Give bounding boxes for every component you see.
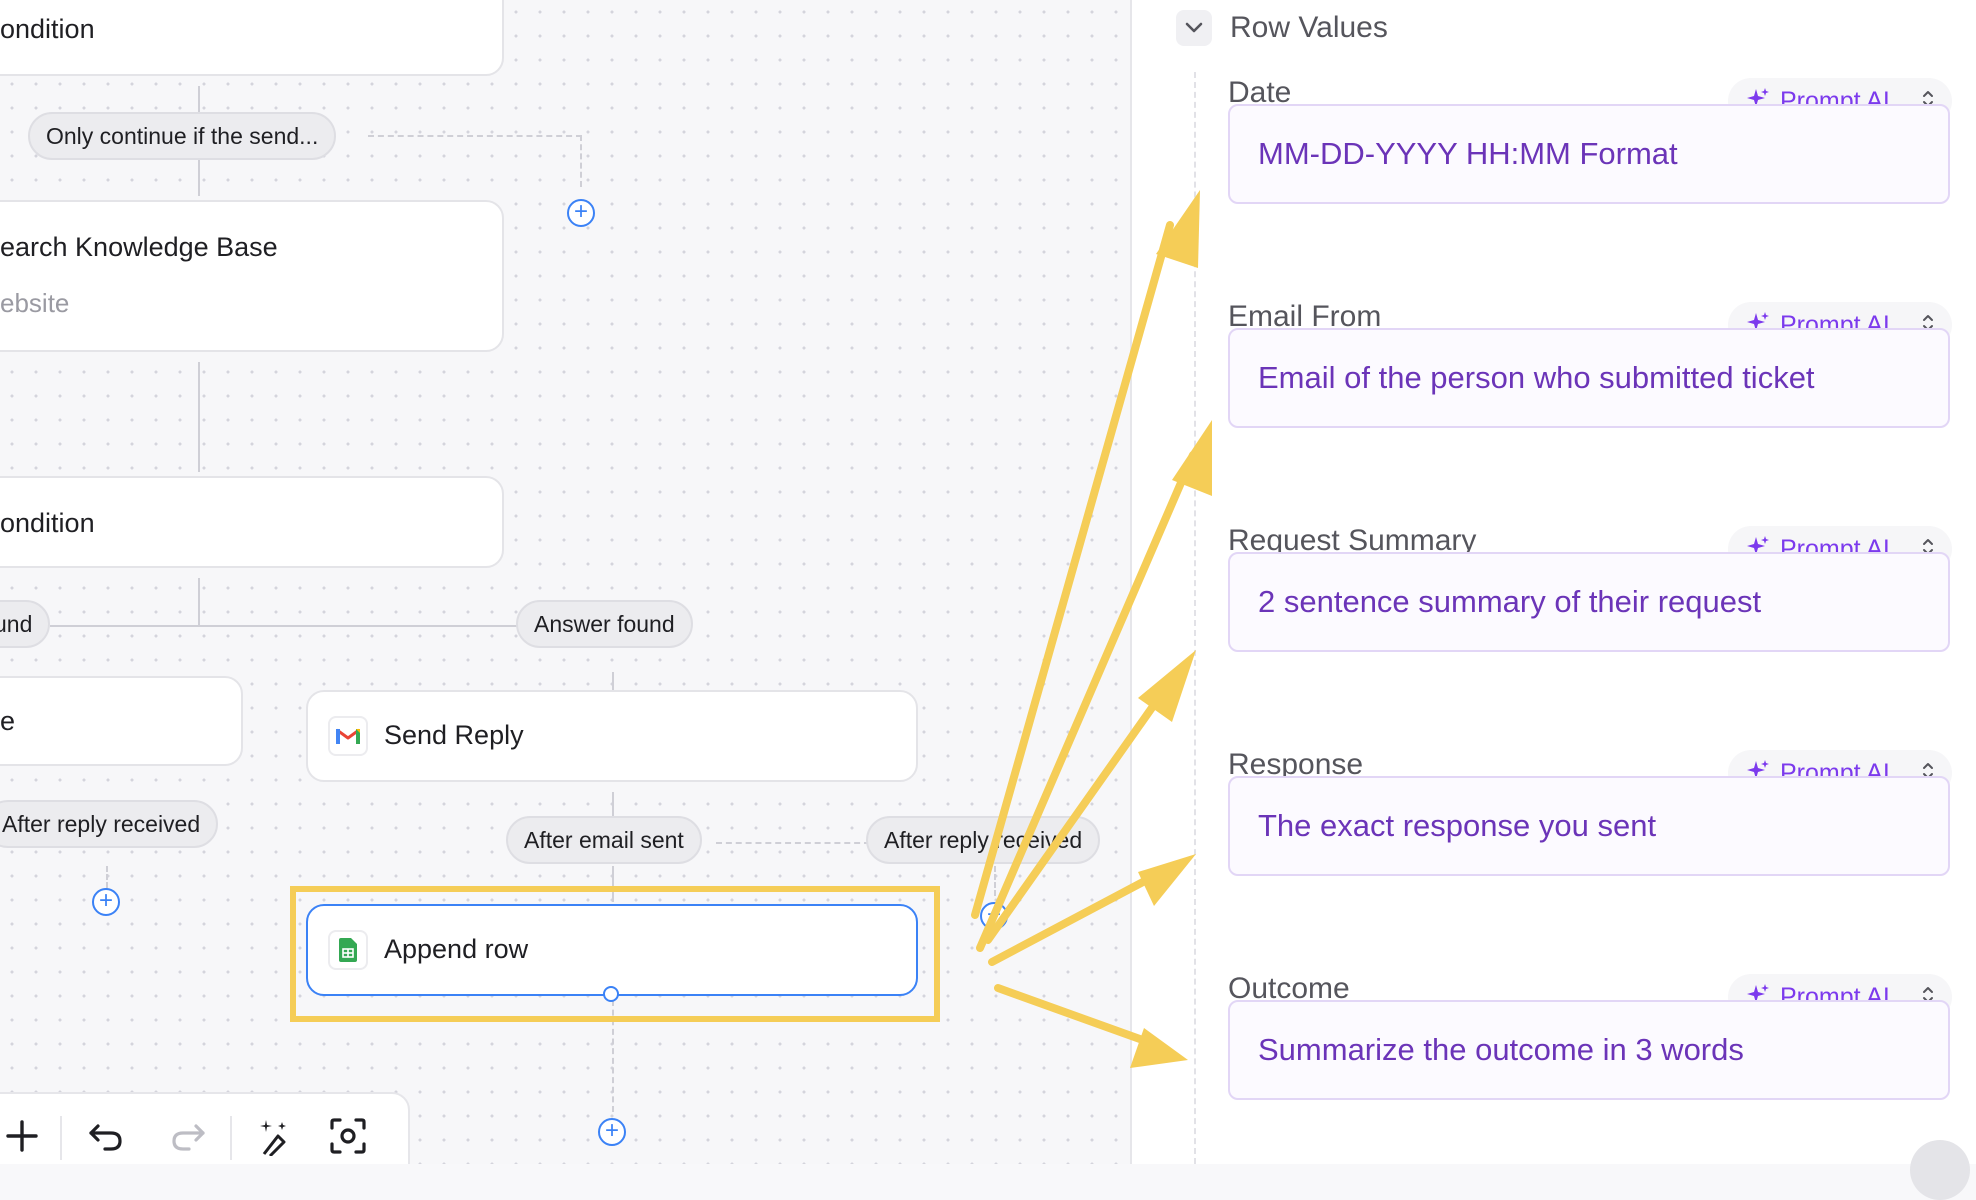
- connector-dashed: [716, 842, 870, 844]
- connector: [198, 160, 200, 196]
- field-label: Email From: [1228, 300, 1382, 333]
- condition-label-only-continue[interactable]: Only continue if the send...: [28, 112, 337, 160]
- condition-label-answer-found[interactable]: Answer found: [516, 600, 693, 648]
- node-title: Send Reply: [384, 720, 524, 750]
- sparkle-icon: [1746, 311, 1770, 340]
- connector-dashed: [368, 135, 582, 137]
- node-title: ondition: [0, 14, 95, 44]
- pill-label: Answer found: [534, 610, 675, 637]
- row-values-header[interactable]: Row Values: [1176, 10, 1388, 46]
- screenshot-icon[interactable]: [322, 1110, 374, 1162]
- connector: [612, 866, 614, 902]
- field-value-input[interactable]: MM-DD-YYYY HH:MM Format: [1228, 104, 1950, 204]
- sparkle-icon: [1746, 535, 1770, 564]
- add-step-button[interactable]: +: [980, 902, 1008, 930]
- section-title: Row Values: [1230, 11, 1388, 44]
- condition-node-top[interactable]: ondition: [0, 0, 504, 76]
- pill-label: und: [0, 610, 33, 637]
- field-value-input[interactable]: Email of the person who submitted ticket: [1228, 328, 1950, 428]
- node-title: earch Knowledge Base: [0, 232, 278, 262]
- connector-dashed: [580, 135, 582, 187]
- connector: [198, 578, 200, 626]
- node-title: e: [0, 706, 16, 736]
- pill-label: After email sent: [524, 826, 684, 853]
- node-title: ondition: [0, 508, 95, 538]
- chevron-down-icon[interactable]: [1176, 10, 1212, 46]
- sparkle-icon: [1746, 983, 1770, 1012]
- workflow-canvas[interactable]: ondition earch Knowledge Base ebsite ond…: [0, 0, 1130, 1164]
- pill-label: After reply received: [2, 810, 201, 837]
- toolbar-divider: [230, 1116, 232, 1160]
- field-label: Date: [1228, 76, 1292, 109]
- magic-wand-icon[interactable]: [248, 1110, 300, 1162]
- condition-label-not-found[interactable]: und: [0, 600, 51, 648]
- pill-label: After reply received: [884, 826, 1083, 853]
- help-button[interactable]: [1910, 1140, 1970, 1200]
- add-step-button[interactable]: +: [598, 1118, 626, 1146]
- section-guide-line: [1194, 72, 1196, 1164]
- search-knowledge-base-node[interactable]: earch Knowledge Base ebsite: [0, 200, 504, 352]
- connector: [50, 625, 520, 627]
- connector: [612, 792, 614, 822]
- branch-label-after-reply-received-right[interactable]: After reply received: [866, 816, 1101, 864]
- node-title: Append row: [384, 934, 529, 964]
- pill-label: Only continue if the send...: [46, 122, 319, 149]
- field-value-input[interactable]: 2 sentence summary of their request: [1228, 552, 1950, 652]
- node-output-handle[interactable]: [603, 986, 619, 1002]
- node-subtitle: ebsite: [0, 288, 70, 318]
- field-value-input[interactable]: Summarize the outcome in 3 words: [1228, 1000, 1950, 1100]
- branch-label-after-reply-received-left[interactable]: After reply received: [0, 800, 219, 848]
- gmail-icon: [328, 716, 368, 756]
- field-value-input[interactable]: The exact response you sent: [1228, 776, 1950, 876]
- connector: [198, 362, 200, 472]
- highlight-box: [290, 886, 940, 1022]
- connector: [612, 672, 614, 690]
- redo-icon[interactable]: [162, 1110, 214, 1162]
- branch-label-after-email-sent[interactable]: After email sent: [506, 816, 702, 864]
- plus-icon[interactable]: [0, 1110, 48, 1162]
- condition-node-mid[interactable]: ondition: [0, 476, 504, 568]
- connector-dashed: [106, 866, 108, 896]
- undo-icon[interactable]: [80, 1110, 132, 1162]
- field-label: Response: [1228, 748, 1364, 781]
- canvas-toolbar: [0, 1092, 410, 1164]
- send-reply-node[interactable]: Send Reply: [306, 690, 918, 782]
- google-sheets-icon: [328, 930, 368, 970]
- field-label: Request Summary: [1228, 524, 1477, 557]
- add-step-button[interactable]: +: [567, 199, 595, 227]
- connector-dashed: [612, 1000, 614, 1112]
- connector-dashed: [994, 866, 996, 896]
- partial-left-node[interactable]: e: [0, 676, 243, 766]
- sparkle-icon: [1746, 759, 1770, 788]
- sparkle-icon: [1746, 87, 1770, 116]
- toolbar-divider: [60, 1116, 62, 1160]
- add-step-button[interactable]: +: [92, 888, 120, 916]
- field-label: Outcome: [1228, 972, 1350, 1005]
- connector: [198, 86, 200, 112]
